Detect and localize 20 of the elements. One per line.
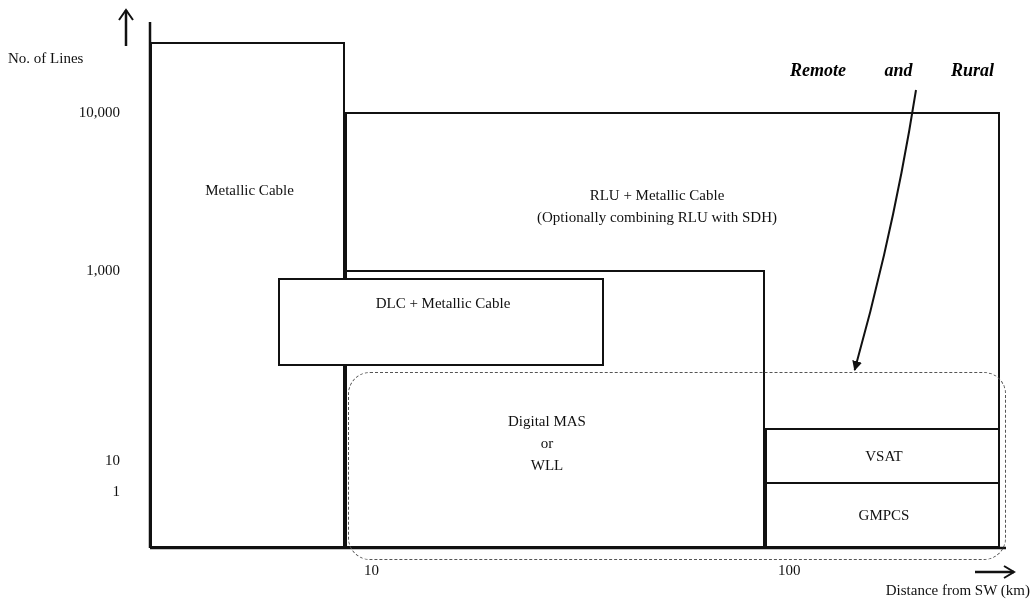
region-box [278, 278, 604, 366]
axis-title: No. of Lines [8, 50, 84, 67]
axis-tick-label: 1,000 [86, 262, 120, 279]
region-label: Metallic Cable [204, 181, 295, 200]
axis-tick-label: 10 [364, 562, 379, 579]
region-box [764, 427, 1000, 484]
axis-tick-label: 1 [112, 483, 120, 500]
region-label: RLU + Metallic Cable (Optionally combining RLU with SDH) [536, 186, 778, 227]
region-label: GMPCS [857, 505, 911, 525]
dashed-region [348, 372, 1006, 560]
arrow [852, 89, 917, 371]
axis-tick-label: 10,000 [78, 104, 120, 121]
axis-tick-label: 100 [778, 562, 801, 579]
region-box [345, 270, 765, 548]
region-label: VSAT [864, 446, 904, 466]
region-label: DLC + Metallic Cable [374, 294, 512, 313]
region-box [150, 42, 345, 548]
region-label: Digital MAS or WLL [507, 412, 587, 475]
axis-tick-label: 10 [105, 452, 120, 469]
axis-title: Distance from SW (km) [885, 582, 1030, 599]
